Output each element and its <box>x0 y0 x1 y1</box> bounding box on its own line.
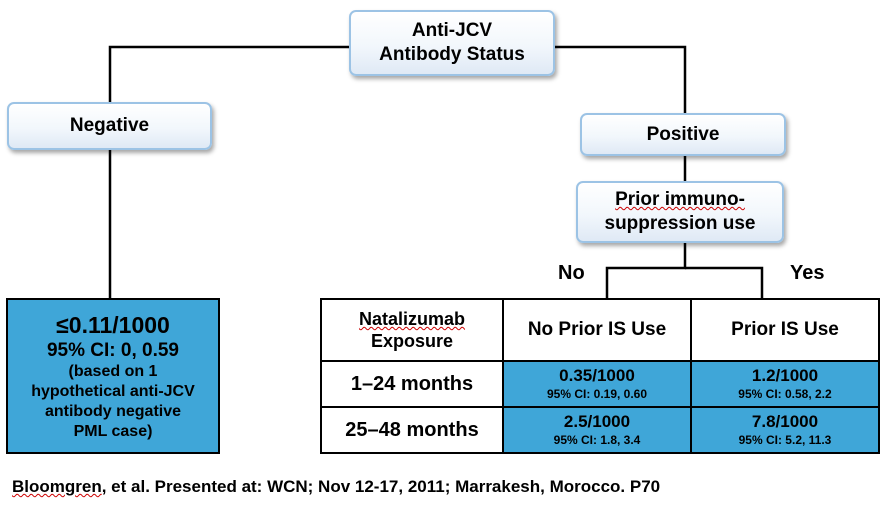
connector-root-to-negative <box>108 45 349 102</box>
column-header-prior-is: Prior IS Use <box>690 298 880 362</box>
positive-node-label: Positive <box>646 123 720 145</box>
branch-label-no: No <box>558 262 585 284</box>
risk-cell-rate: 1.2/1000 <box>751 366 819 385</box>
citation-author: Bloomgren <box>12 477 102 496</box>
table-header-row: Natalizumab Exposure No Prior IS Use Pri… <box>320 298 880 362</box>
risk-cell: 2.5/1000 95% CI: 1.8, 3.4 <box>502 406 692 454</box>
corner-line1: Natalizumab <box>358 309 466 329</box>
risk-cell-rate: 0.35/1000 <box>559 366 635 385</box>
column-header-no-prior-is: No Prior IS Use <box>502 298 692 362</box>
risk-cell-ci: 95% CI: 5.2, 11.3 <box>738 433 832 447</box>
citation-rest: , et al. Presented at: WCN; Nov 12-17, 2… <box>101 477 661 496</box>
negative-risk-note-line: antibody negative <box>44 402 182 420</box>
citation: Bloomgren, et al. Presented at: WCN; Nov… <box>12 477 660 497</box>
row-header-1-24-months: 1–24 months <box>320 360 504 408</box>
prior-node-line1-text: Prior immuno- <box>615 189 745 210</box>
prior-node-line1: Prior immuno- <box>605 188 756 212</box>
negative-risk-note-line: hypothetical anti-JCV <box>31 382 195 400</box>
row-header-25-48-months: 25–48 months <box>320 406 504 454</box>
pml-risk-table: Natalizumab Exposure No Prior IS Use Pri… <box>320 298 880 454</box>
negative-risk-box: ≤0.11/1000 95% CI: 0, 0.59 (based on 1 h… <box>6 298 220 454</box>
risk-cell: 1.2/1000 95% CI: 0.58, 2.2 <box>690 360 880 408</box>
prior-node-line2: suppression use <box>604 213 756 234</box>
connector-root-to-positive <box>555 45 687 113</box>
root-node-antibody-status: Anti-JCV Antibody Status <box>349 10 555 76</box>
table-corner-cell: Natalizumab Exposure <box>320 298 504 362</box>
risk-cell-ci: 95% CI: 0.19, 0.60 <box>546 387 648 401</box>
risk-cell-rate: 2.5/1000 <box>563 412 631 431</box>
prior-immunosuppression-node: Prior immuno- suppression use <box>576 181 784 243</box>
risk-cell-ci: 95% CI: 1.8, 3.4 <box>553 433 641 447</box>
root-node-line2: Antibody Status <box>379 44 525 65</box>
table-row: 25–48 months 2.5/1000 95% CI: 1.8, 3.4 7… <box>320 406 880 454</box>
risk-cell: 7.8/1000 95% CI: 5.2, 11.3 <box>690 406 880 454</box>
negative-node: Negative <box>7 102 212 150</box>
negative-risk-rate: ≤0.11/1000 <box>56 311 170 338</box>
negative-risk-note-line: (based on 1 <box>68 362 158 380</box>
branch-label-yes: Yes <box>790 262 825 284</box>
risk-cell-ci: 95% CI: 0.58, 2.2 <box>738 387 832 401</box>
risk-cell: 0.35/1000 95% CI: 0.19, 0.60 <box>502 360 692 408</box>
connector-prior-to-branches <box>605 243 687 298</box>
positive-node: Positive <box>580 113 786 156</box>
risk-cell-rate: 7.8/1000 <box>751 412 819 431</box>
corner-line2: Exposure <box>370 331 454 351</box>
negative-risk-ci: 95% CI: 0, 0.59 <box>46 339 180 361</box>
connector-prior-to-yes <box>685 266 764 298</box>
negative-node-label: Negative <box>69 115 150 136</box>
root-node-line1: Anti-JCV <box>411 20 493 41</box>
negative-risk-note-line: PML case) <box>73 422 153 440</box>
table-row: 1–24 months 0.35/1000 95% CI: 0.19, 0.60… <box>320 360 880 408</box>
